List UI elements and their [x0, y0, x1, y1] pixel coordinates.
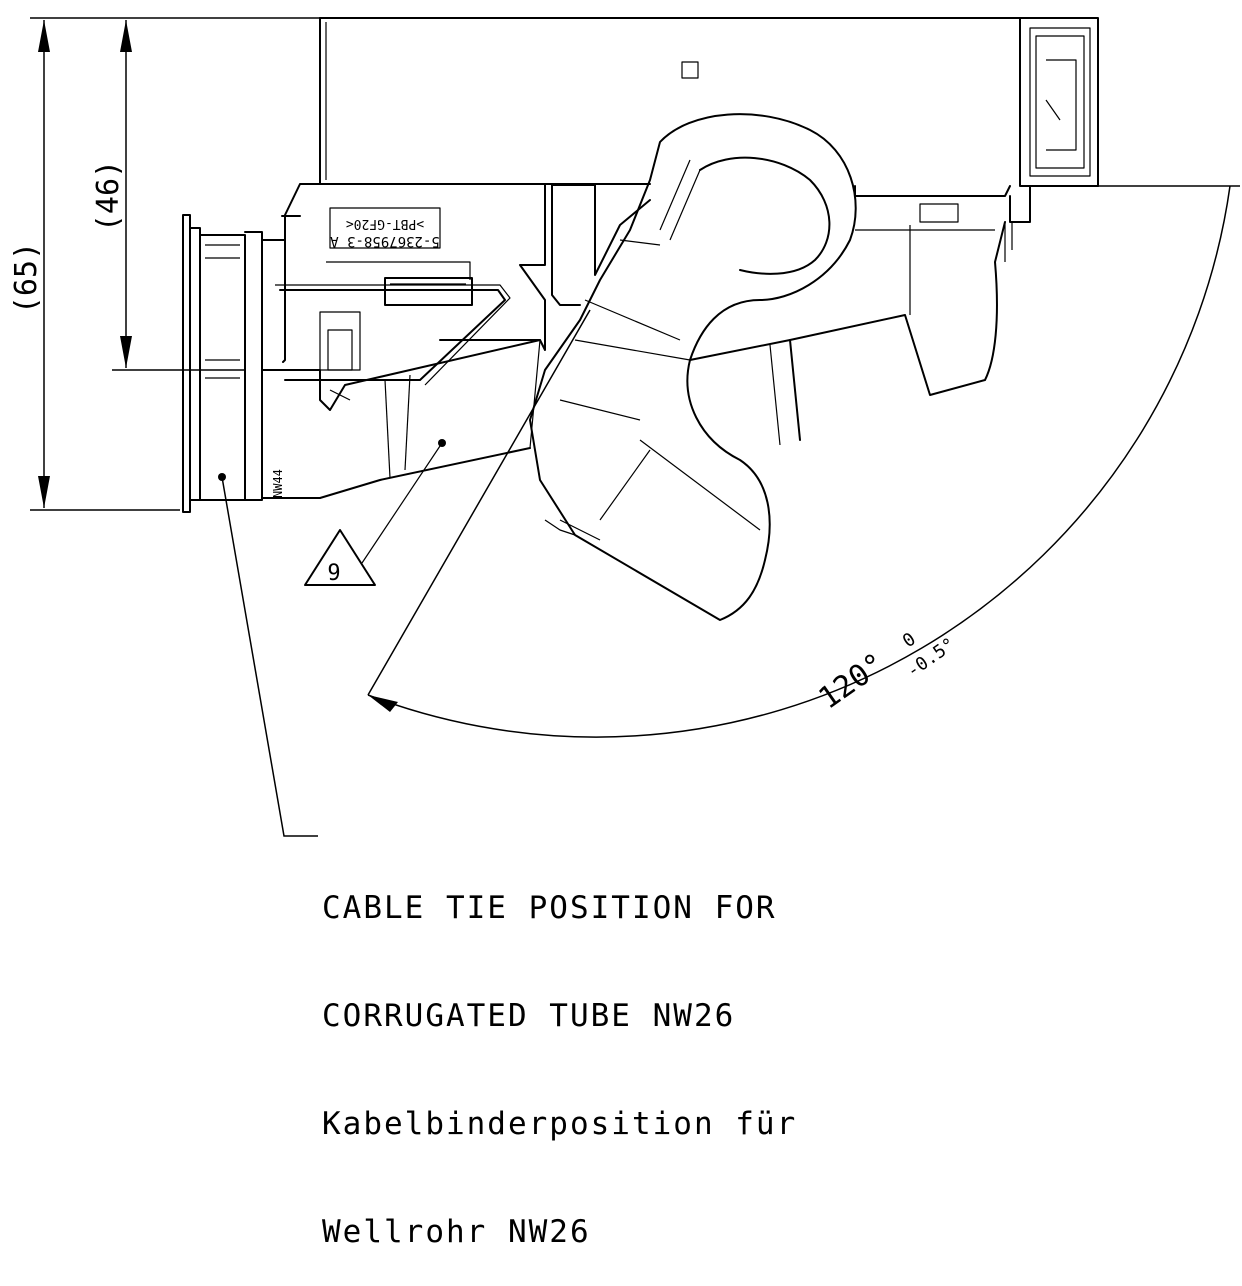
tube-left: NW44: [182, 214, 321, 513]
cable-tie-note-line1: CABLE TIE POSITION FOR: [322, 890, 777, 926]
dimension-65: (65): [9, 17, 320, 511]
cable-tie-note: CABLE TIE POSITION FOR CORRUGATED TUBE N…: [322, 818, 797, 1286]
flag-note: 9: [304, 442, 443, 586]
dimension-65-label: (65): [9, 242, 44, 314]
cable-tie-note-line3: Kabelbinderposition für: [322, 1106, 798, 1142]
dimension-46: (46): [91, 20, 245, 371]
marker-square: [681, 61, 699, 79]
housing-top: [319, 17, 1099, 262]
cable-tie-note-line4: Wellrohr NW26: [322, 1214, 591, 1250]
angle-dimension: 120° 0 -0.5°: [367, 185, 1240, 738]
tube-marking-label: NW44: [271, 469, 285, 498]
cable-tie-note-line2: CORRUGATED TUBE NW26: [322, 998, 736, 1034]
angle-value: 120°: [813, 646, 892, 716]
bent-tube: [529, 113, 1006, 621]
dimension-46-label: (46): [91, 160, 126, 232]
part-label-number: 5-2367958-3 A: [330, 233, 440, 249]
technical-drawing: (65) (46) 5-2367958-3 A >PBT-GF20<: [9, 17, 1240, 837]
housing-body: 5-2367958-3 A >PBT-GF20<: [275, 183, 651, 401]
angle-upper-tolerance: 0: [899, 629, 920, 652]
part-label-material: >PBT-GF20<: [346, 216, 424, 231]
part-label-box: [329, 207, 441, 249]
cable-tie-leader: [221, 476, 318, 837]
flag-note-number: 9: [327, 561, 340, 586]
body-lower: [261, 339, 541, 499]
